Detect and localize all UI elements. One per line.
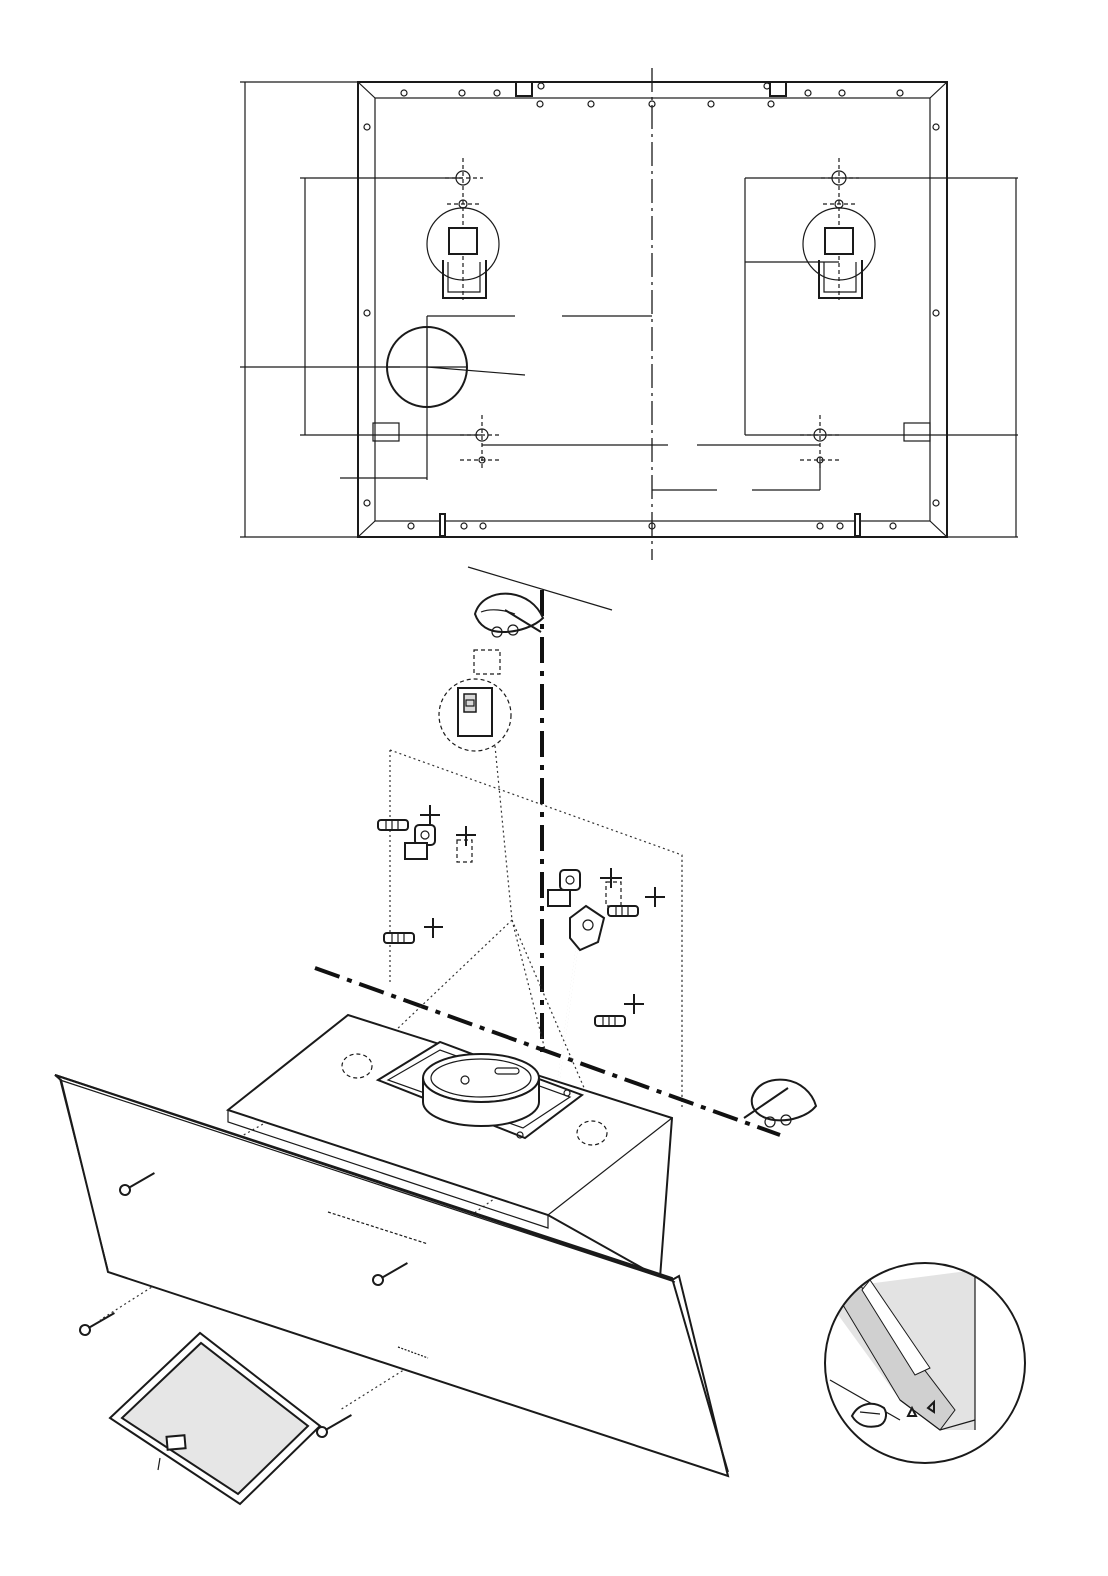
clip-zoom-circle: [439, 679, 511, 751]
bracket-icon: [405, 825, 435, 859]
bracket-icon: [548, 870, 580, 906]
right-bracket-outline: [803, 158, 875, 300]
power-cable: [558, 906, 604, 1085]
grease-filter: [110, 1333, 320, 1504]
duct-opening: [387, 327, 525, 407]
hand-with-pencil-icon: [744, 1080, 816, 1127]
wall-template: [240, 68, 1018, 560]
hand-with-pencil-icon: [475, 594, 543, 637]
wall-plug-icon: [378, 820, 408, 830]
screw-icon: [315, 1411, 354, 1439]
screw-icon: [78, 1309, 117, 1337]
wall-plug-icon: [608, 906, 638, 916]
wall-plug-icon: [384, 933, 414, 943]
glass-panel-detail: [820, 1263, 1025, 1463]
cross-mark-icon: [420, 805, 440, 825]
dimension-lines: [240, 82, 1018, 537]
left-bracket-outline: [427, 158, 499, 300]
wall-plug-icon: [595, 1016, 625, 1026]
